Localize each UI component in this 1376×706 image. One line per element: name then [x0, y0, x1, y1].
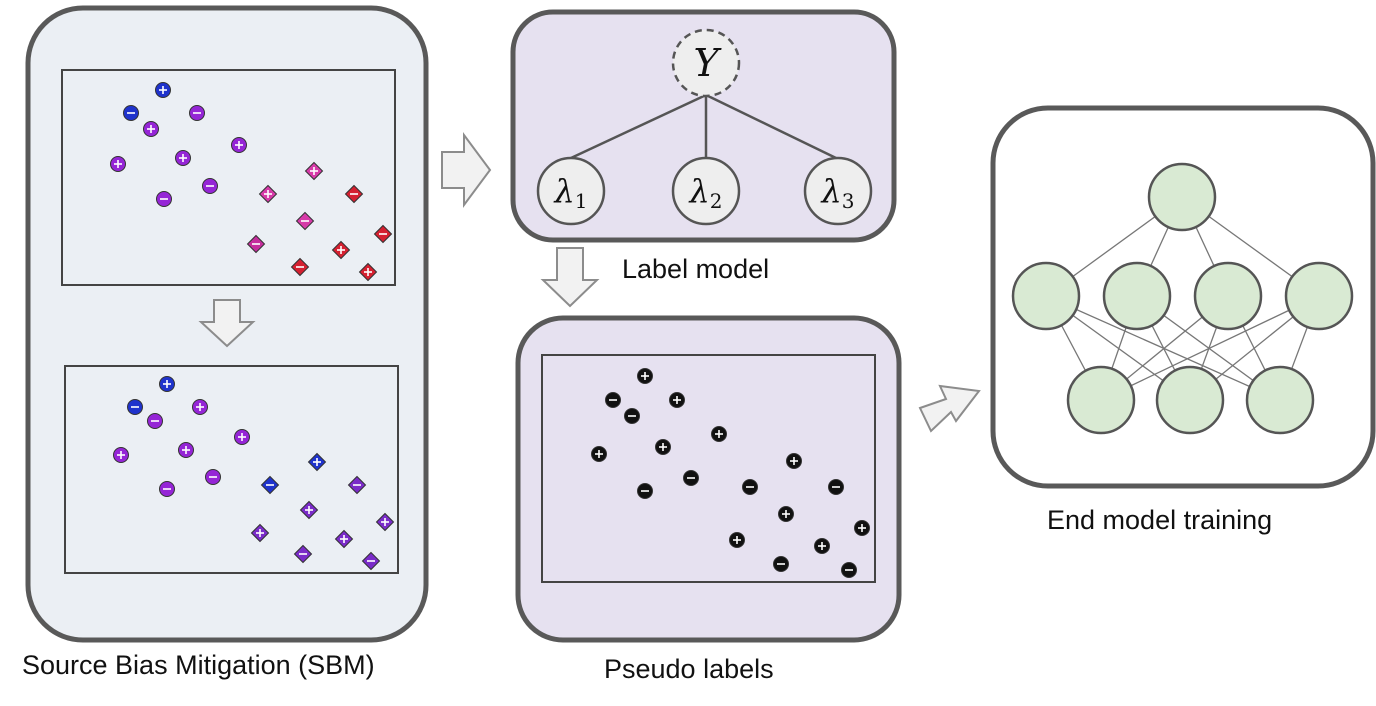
- pseudo-label-points: [591, 368, 870, 578]
- sbm-before-point: [189, 105, 205, 121]
- sbm-before-point: [246, 234, 266, 254]
- pseudo-label-point: [786, 453, 802, 469]
- sbm-caption: Source Bias Mitigation (SBM): [22, 650, 375, 680]
- pseudo-label-point: [605, 392, 621, 408]
- sbm-before-point: [231, 137, 247, 153]
- sbm-before-point: [258, 184, 278, 204]
- pseudo-label-point: [742, 479, 758, 495]
- sbm-after-point: [347, 475, 367, 495]
- pseudo-label-point: [778, 506, 794, 522]
- neural-network-nodes: [1011, 162, 1354, 435]
- pseudo-label-point: [655, 439, 671, 455]
- pseudo-label-point: [711, 426, 727, 442]
- sbm-before-point: [331, 240, 351, 260]
- sbm-before-point: [304, 161, 324, 181]
- nn-node: [1011, 261, 1081, 331]
- nn-node: [1147, 162, 1217, 232]
- lambda-2-label: λ2: [687, 172, 722, 213]
- sbm-before-plot: [61, 69, 396, 286]
- label-model-caption: Label model: [622, 254, 770, 284]
- arrow-down-to-pseudo-labels-icon: [540, 247, 600, 308]
- latent-y-node: [671, 28, 741, 98]
- label-model-panel: [510, 9, 897, 243]
- sbm-after-point: [307, 452, 327, 472]
- sbm-after-point: [159, 481, 175, 497]
- sbm-after-points: [113, 376, 395, 571]
- pseudo-label-point: [637, 483, 653, 499]
- arrow-to-end-model-icon: [918, 384, 981, 433]
- sbm-before-point: [123, 105, 139, 121]
- nn-node: [1193, 261, 1263, 331]
- sbm-after-point: [147, 413, 163, 429]
- pseudo-label-point: [624, 408, 640, 424]
- sbm-before-point: [358, 262, 378, 282]
- sbm-after-point: [375, 512, 395, 532]
- sbm-before-point: [202, 178, 218, 194]
- nn-node: [1102, 261, 1172, 331]
- lambda-3-node: [803, 156, 873, 226]
- sbm-before-point: [175, 150, 191, 166]
- end-model-caption: End model training: [1047, 505, 1273, 535]
- pseudo-label-point: [854, 520, 870, 536]
- pseudo-labels-plot: [541, 354, 876, 583]
- nn-node: [1245, 365, 1315, 435]
- sbm-after-point: [178, 442, 194, 458]
- sbm-after-point: [192, 399, 208, 415]
- pseudo-label-point: [841, 562, 857, 578]
- edge-y-lambda1: [570, 93, 707, 160]
- sbm-after-point: [260, 475, 280, 495]
- nn-node: [1155, 365, 1225, 435]
- pseudo-label-point: [814, 538, 830, 554]
- sbm-after-point: [113, 447, 129, 463]
- arrow-right-to-label-model-icon: [441, 131, 492, 209]
- pseudo-label-point: [591, 446, 607, 462]
- label-model-graph: Y λ1 λ2 λ3: [536, 28, 873, 226]
- pseudo-labels-caption: Pseudo labels: [604, 654, 774, 684]
- latent-y-label: Y: [693, 41, 722, 85]
- sbm-after-point: [205, 469, 221, 485]
- nn-node: [1284, 261, 1354, 331]
- sbm-before-point: [290, 257, 310, 277]
- pseudo-labels-panel: [515, 315, 902, 643]
- sbm-after-point: [250, 523, 270, 543]
- sbm-after-point: [127, 399, 143, 415]
- sbm-after-point: [361, 551, 381, 571]
- sbm-before-point: [344, 184, 364, 204]
- nn-node: [1066, 365, 1136, 435]
- pseudo-label-point: [773, 556, 789, 572]
- sbm-before-point: [373, 224, 393, 244]
- sbm-before-point: [155, 82, 171, 98]
- sbm-before-point: [110, 156, 126, 172]
- sbm-after-point: [334, 529, 354, 549]
- pseudo-label-point: [669, 392, 685, 408]
- lambda-1-node: [536, 156, 606, 226]
- sbm-before-point: [143, 121, 159, 137]
- sbm-after-point: [299, 500, 319, 520]
- sbm-after-point: [234, 429, 250, 445]
- sbm-after-plot: [64, 365, 399, 574]
- pseudo-label-point: [637, 368, 653, 384]
- lambda-2-node: [671, 156, 741, 226]
- lambda-3-label: λ3: [819, 172, 854, 213]
- sbm-before-point: [156, 191, 172, 207]
- lambda-1-label: λ1: [552, 172, 587, 213]
- sbm-before-point: [295, 211, 315, 231]
- pseudo-label-point: [828, 479, 844, 495]
- sbm-before-points: [110, 82, 393, 282]
- pseudo-label-point: [729, 532, 745, 548]
- arrow-down-sbm-icon: [198, 299, 256, 348]
- sbm-after-point: [293, 544, 313, 564]
- sbm-after-point: [159, 376, 175, 392]
- pseudo-label-point: [683, 470, 699, 486]
- edge-y-lambda3: [705, 93, 837, 160]
- nn-edge: [1100, 295, 1320, 401]
